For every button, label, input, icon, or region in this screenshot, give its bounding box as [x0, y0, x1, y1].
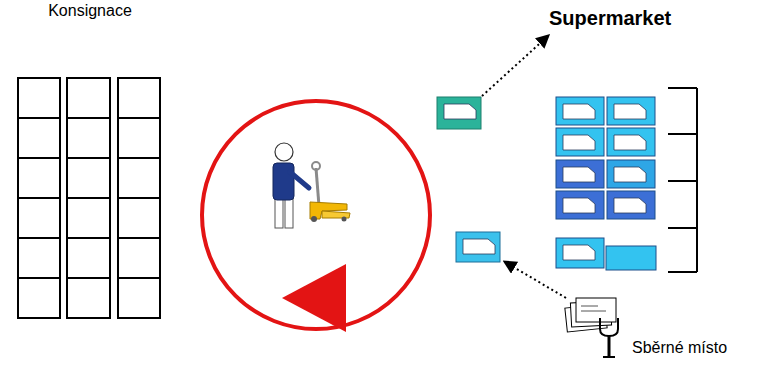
kanban-card	[456, 232, 500, 262]
kanban-card	[437, 97, 481, 129]
rack-cell	[67, 238, 110, 278]
supermarket-shelf	[556, 97, 656, 270]
rack-cell	[118, 278, 160, 318]
jack-fork	[322, 211, 350, 218]
card-document	[563, 167, 595, 182]
worker-leg	[285, 198, 293, 228]
shelf-card	[556, 160, 604, 188]
rack-cell	[67, 158, 110, 198]
rack-cell	[18, 158, 60, 198]
shelf-card	[607, 191, 655, 219]
card-body	[607, 128, 655, 156]
shelf-card	[607, 160, 655, 188]
card-body	[556, 128, 604, 156]
collection-post	[565, 298, 618, 357]
jack-wheel	[311, 216, 317, 222]
rack-cell	[67, 278, 110, 318]
rack-cell	[18, 198, 60, 238]
bracket-tick	[668, 87, 697, 89]
worker-body	[273, 163, 294, 200]
card-document	[444, 104, 476, 119]
worker-figure	[273, 143, 309, 228]
jack-handle	[316, 168, 319, 206]
card-document	[614, 167, 646, 182]
worker-arm	[290, 172, 309, 188]
card-body	[456, 232, 500, 262]
card-body	[607, 191, 655, 219]
shelf-card	[556, 128, 604, 156]
rack-cell	[18, 278, 60, 318]
card-body	[607, 97, 655, 125]
cycle-arrowhead	[282, 264, 346, 332]
rack-node: Konsignace	[15, 2, 165, 320]
card-document	[463, 239, 495, 254]
card-document	[614, 198, 646, 213]
rack-cell	[118, 238, 160, 278]
worker-leg	[275, 198, 283, 228]
card-document	[563, 198, 595, 213]
consignment-rack	[18, 78, 160, 318]
card-body	[556, 238, 604, 268]
rack-cell	[18, 78, 60, 118]
rack-cell	[118, 118, 160, 158]
pallet-jack	[310, 162, 350, 222]
card-body	[556, 191, 604, 219]
bracket-tick	[668, 133, 697, 135]
rack-cell	[118, 78, 160, 118]
jack-grip	[312, 162, 320, 170]
card-line	[581, 306, 598, 307]
worker-head	[275, 143, 293, 161]
post-fork	[600, 318, 618, 336]
card-document	[563, 245, 595, 260]
jack-wheel	[342, 217, 347, 222]
collected-card	[576, 298, 616, 322]
rack-cell	[18, 238, 60, 278]
bracket-tick	[668, 180, 697, 182]
bracket-tick	[668, 227, 697, 229]
card-document	[614, 135, 646, 150]
card-document	[563, 135, 595, 150]
bracket-tick	[668, 271, 697, 273]
rack-cell	[67, 78, 110, 118]
node-heading: Konsignace	[15, 2, 165, 20]
shelf-card	[556, 97, 604, 125]
post-base	[603, 356, 615, 358]
area-label: Sběrné místo	[632, 339, 727, 357]
card-body	[607, 160, 655, 188]
shelf-card	[607, 97, 655, 125]
area-title: Supermarket	[549, 7, 671, 30]
card-body	[556, 97, 604, 125]
shelf-card	[556, 191, 604, 219]
post-stem	[608, 336, 611, 356]
shelf-card	[556, 238, 604, 268]
rack-cell	[67, 118, 110, 158]
card-document	[563, 104, 595, 119]
rack-cell	[118, 198, 160, 238]
rack-cell	[67, 198, 110, 238]
leader-arrow	[482, 36, 548, 96]
card-body	[437, 97, 481, 129]
card-body	[556, 160, 604, 188]
rack-cell	[118, 158, 160, 198]
shelf-card	[607, 128, 655, 156]
card-document	[614, 104, 646, 119]
rack-cell	[18, 118, 60, 158]
card-line	[581, 311, 606, 312]
shelf-bracket	[668, 88, 697, 272]
shelf-card	[606, 246, 656, 270]
